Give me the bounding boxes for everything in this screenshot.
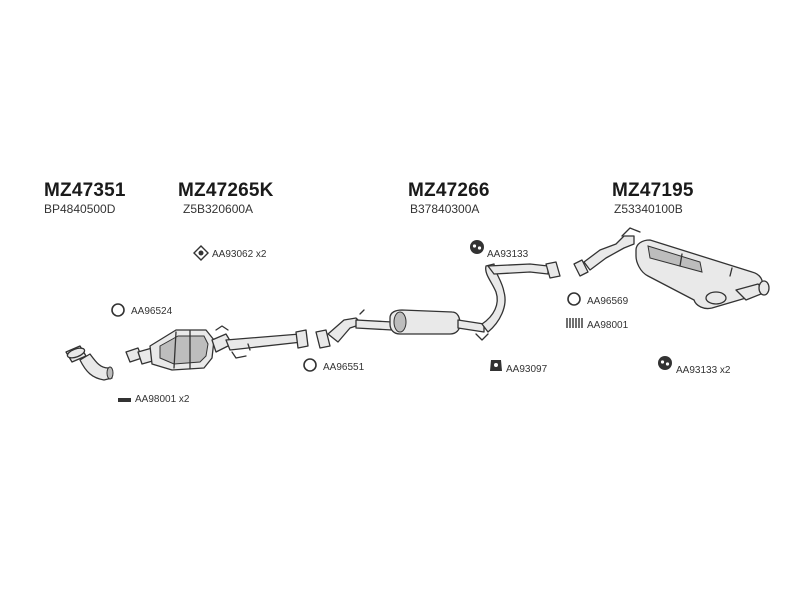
- part-number-rear-silencer: MZ47195: [612, 180, 694, 201]
- accessory-label-spring-rear: AA98001: [587, 320, 629, 331]
- accessory-label-gasket-front: AA96524: [131, 306, 173, 317]
- rubber-hanger-icon: [470, 240, 484, 254]
- rubber-hanger-icon: [658, 356, 672, 370]
- oem-number-rear-silencer: Z53340100B: [614, 202, 683, 216]
- part-number-front-pipe: MZ47351: [44, 180, 126, 201]
- accessory-label-hanger-mid-top: AA93133: [487, 249, 529, 260]
- rubber-hanger-icon: [490, 360, 502, 371]
- spring-icon: [118, 398, 131, 402]
- ring-gasket-icon: [303, 358, 317, 372]
- accessory-label-hanger-mid-bottom: AA93097: [506, 364, 548, 375]
- accessory-label-spring-front: AA98001 x2: [135, 394, 190, 405]
- spring-icon: [566, 318, 583, 328]
- rear-silencer-drawing: [573, 227, 770, 310]
- oem-number-catalyst: Z5B320600A: [183, 202, 254, 216]
- ring-gasket-icon: [567, 292, 581, 306]
- part-number-catalyst: MZ47265K: [178, 180, 274, 201]
- part-number-middle-silencer: MZ47266: [408, 180, 490, 201]
- front-pipe-drawing: [65, 345, 114, 381]
- oem-number-middle-silencer: B37840300A: [410, 202, 480, 216]
- clamp-icon: [193, 245, 209, 261]
- catalytic-converter-drawing: [125, 325, 309, 371]
- accessory-label-hanger-rear: AA93133 x2: [676, 365, 731, 376]
- accessory-label-gasket-mid: AA96551: [323, 362, 365, 373]
- accessory-label-gasket-rear: AA96569: [587, 296, 629, 307]
- oem-number-front-pipe: BP4840500D: [44, 202, 116, 216]
- ring-gasket-icon: [111, 303, 125, 317]
- accessory-label-clamp-catalyst: AA93062 x2: [212, 249, 267, 260]
- middle-silencer-drawing: [315, 261, 561, 349]
